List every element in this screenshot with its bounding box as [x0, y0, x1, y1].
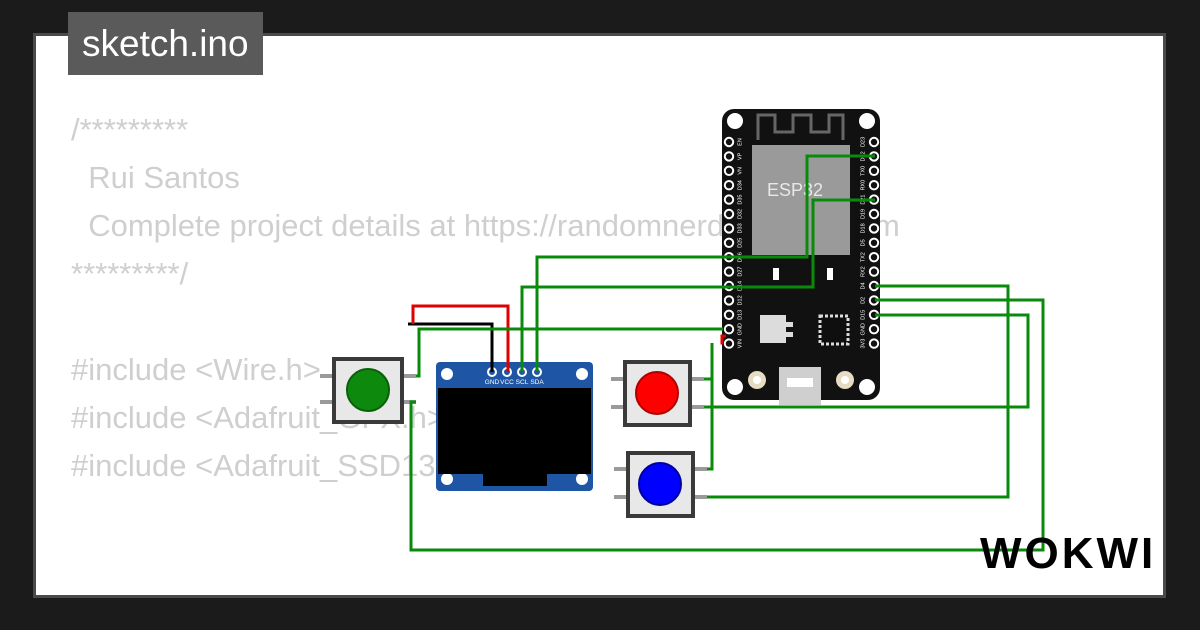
esp32-left-pin-d34[interactable]	[723, 180, 735, 191]
esp32-right-pin-rx2[interactable]	[868, 266, 880, 277]
esp32-right-pin-label: D15	[860, 310, 866, 320]
esp32-left-pin-en[interactable]	[723, 136, 735, 148]
usb-serial-chip	[818, 314, 850, 346]
wire-button-red	[704, 313, 1030, 409]
esp32-right-pin-tx0[interactable]	[868, 165, 880, 177]
esp32-left-pin-vn[interactable]	[723, 165, 735, 177]
wire-vin	[720, 334, 726, 345]
wire-scl	[520, 198, 875, 372]
esp32-right-pin-label: D4	[860, 282, 866, 289]
esp32-right-pin-d23[interactable]	[868, 136, 880, 148]
code-line: Complete project details at https://rand…	[71, 208, 900, 243]
wire-ground	[408, 322, 494, 372]
esp32-left-pin-label: D33	[737, 223, 743, 233]
esp32-left-pin-label: D34	[737, 180, 743, 190]
esp32-left-pin-label: D35	[737, 195, 743, 205]
wokwi-logo: WOKWI	[980, 529, 1156, 578]
esp32-left-pin-d32[interactable]	[723, 208, 735, 220]
file-tab[interactable]: sketch.ino	[68, 12, 263, 75]
esp32-left-pin-label: VIN	[737, 339, 743, 348]
oled-pin-label: VCC	[500, 379, 514, 386]
esp32-right-pin-label: 3V3	[860, 339, 866, 349]
esp32-right-pin-label: D19	[860, 209, 866, 219]
esp32-left-pin-label: D12	[737, 295, 743, 305]
esp32-right-pin-d18[interactable]	[868, 223, 880, 234]
esp32-left-pin-d35[interactable]	[723, 194, 735, 205]
esp32-right-pin-gnd[interactable]	[868, 324, 880, 335]
esp32-left-pin-d25[interactable]	[723, 237, 735, 249]
esp32-right-pin-label: D23	[860, 137, 866, 147]
code-line: #include <Wire.h>	[71, 352, 321, 387]
esp32-right-pin-label: TX2	[860, 252, 866, 262]
esp32-left-pin-label: VN	[737, 167, 743, 175]
esp32-right-pin-label: RX2	[860, 266, 866, 277]
code-line: Rui Santos	[71, 160, 240, 195]
esp32-left-pin-vin[interactable]	[723, 338, 735, 349]
code-line: /*********	[71, 112, 189, 147]
esp32-left-pin-label: D13	[737, 310, 743, 320]
esp32-left-pin-label: D32	[737, 209, 743, 219]
brand-logo: WOKWI	[980, 529, 1156, 578]
esp32-right-header: D23D22TX0RX0D21D19D18D5TX2RX2D4D2D15GND3…	[860, 136, 880, 349]
button-red[interactable]	[611, 360, 704, 427]
esp32-right-pin-label: D2	[860, 297, 866, 304]
esp32-right-pin-label: D18	[860, 223, 866, 233]
esp32-left-pin-label: D25	[737, 238, 743, 248]
esp32-right-pin-label: TX0	[860, 166, 866, 176]
esp32-label: ESP32	[767, 180, 823, 200]
esp32-right-pin-3v3[interactable]	[868, 338, 880, 349]
esp32-left-pin-d33[interactable]	[723, 223, 735, 234]
code-line: *********/	[71, 256, 189, 291]
wire-button-green	[409, 298, 1045, 552]
wire-button-ground	[704, 377, 714, 471]
oled-pin-label: GND	[485, 379, 500, 386]
esp32-right-pin-label: D5	[860, 239, 866, 246]
wire-button-blue	[707, 284, 1010, 499]
button-blue[interactable]	[614, 451, 707, 518]
oled-pin-label: SCL	[516, 379, 529, 386]
esp32-left-pin-d13[interactable]	[723, 309, 735, 320]
esp32-left-pin-d12[interactable]	[723, 295, 735, 306]
button-green[interactable]	[320, 357, 416, 424]
code-line: #define SCREEN_WIDTH 128 // OLED display…	[71, 586, 924, 595]
esp32-left-pin-label: D27	[737, 267, 743, 277]
esp32-right-pin-d19[interactable]	[868, 208, 880, 220]
oled-screen	[438, 388, 591, 474]
esp32-right-pin-label: GND	[860, 323, 866, 335]
esp32-right-pin-tx2[interactable]	[868, 252, 880, 263]
wire-vcc	[411, 304, 510, 372]
esp32-right-pin-d5[interactable]	[868, 237, 880, 249]
esp32-left-pin-label: VP	[737, 152, 743, 160]
voltage-regulator	[760, 315, 786, 343]
esp32-left-pin-label: EN	[737, 138, 743, 146]
esp32-left-pin-d27[interactable]	[723, 266, 735, 277]
wire-button-green-gnd	[416, 327, 723, 378]
oled-pin-label: SDA	[530, 379, 544, 386]
wire-sda	[535, 154, 875, 372]
esp32-right-pin-rx0[interactable]	[868, 180, 880, 191]
code-editor: /********* Rui Santos Complete project d…	[71, 106, 924, 595]
esp32-right-pin-label: RX0	[860, 180, 866, 191]
wires	[408, 154, 1045, 552]
esp32-left-pin-gnd[interactable]	[723, 324, 735, 335]
esp32-left-pin-vp[interactable]	[723, 151, 735, 162]
esp32-left-pin-label: GND	[737, 323, 743, 335]
